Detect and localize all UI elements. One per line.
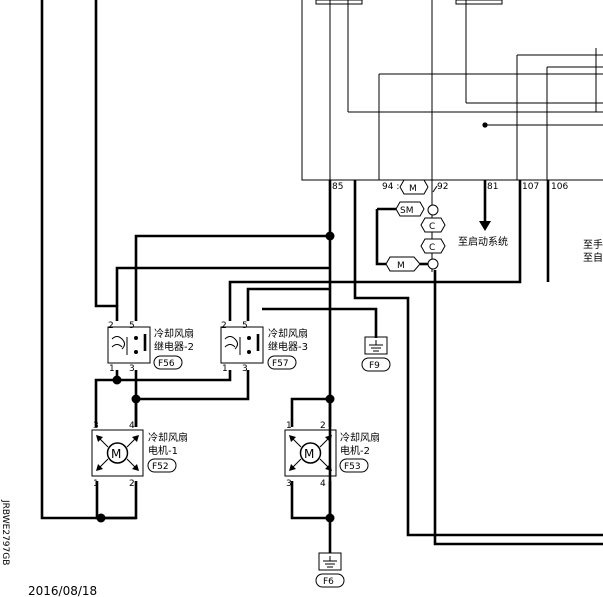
ecm-pin-labels: 85 94 : 92 81 107 106 [332,182,568,192]
motor1-connector-badge: F52 [152,462,169,472]
motor2-m-symbol: M [304,447,314,461]
relay3-connector-badge: F57 [272,359,289,369]
relay2-name-line2: 继电器-2 [154,340,194,353]
motor2-pin-1: 1 [286,421,292,431]
marker-m-top: M [409,184,417,194]
motor2-pin-4: 4 [320,479,326,489]
relay2-name-line1: 冷却风扇 [154,327,194,340]
relay3-pin-3: 3 [242,364,248,374]
ground-f6-badge: F6 [323,577,334,587]
motor2-name-line2: 电机-2 [340,444,370,457]
motor1-pin-3: 3 [93,421,99,431]
motor1-pin-1: 1 [93,479,99,489]
marker-m-bottom: M [397,261,405,271]
right-edge-text-2: 至自 [583,251,603,264]
marker-sm: SM [400,206,413,216]
motor1-name-line1: 冷却风扇 [148,431,188,444]
connector-markers: M SM C C M [385,179,446,272]
right-edge-text-1: 至手 [583,238,603,251]
motor2-pin-3: 3 [286,479,292,489]
relay2-connector-badge: F56 [158,359,175,369]
connector-ring [427,204,439,216]
ground-f9: F9 [361,336,391,372]
cooling-fan-relay-3: 2 5 1 3 冷却风扇 继电器-3 F57 [220,321,308,374]
ecm-pin-81: 81 [487,182,498,192]
ecm-pin-94: 94 : [382,182,399,192]
relay3-pin-5: 5 [242,321,248,331]
relay2-pin-2: 2 [108,321,114,331]
ground-f9-badge: F9 [369,361,380,371]
to-start-system-label: 至启动系统 [458,235,508,248]
ground-f6: F6 [315,552,345,588]
ecm-pin-107: 107 [522,182,539,192]
connector-ring [427,258,439,270]
cooling-fan-motor-2: M 1 2 3 4 冷却风扇 电机-2 F53 [284,421,380,489]
motor1-pin-2: 2 [129,479,135,489]
side-code: JRBWE2797GB [0,499,10,565]
footer-date: 2016/08/18 [28,584,97,597]
pin92-chain [427,180,439,272]
junction-dots [96,231,335,523]
motor2-connector-badge: F53 [344,462,361,472]
relay2-pin-5: 5 [129,321,135,331]
ecm-pin-92: 92 [437,182,448,192]
harness-wires [40,0,603,553]
motor1-pin-4: 4 [129,421,135,431]
ecm-pin-106: 106 [551,182,568,192]
motor1-m-symbol: M [111,447,121,461]
relay3-pin-2: 2 [221,321,227,331]
start-system-arrow: 至启动系统 [458,180,508,248]
relay3-pin-1: 1 [222,364,228,374]
motor2-pin-2: 2 [320,421,326,431]
motor1-name-line2: 电机-1 [148,444,178,457]
ecm-outline [301,0,603,181]
junction-dot [482,122,488,128]
motor2-name-line1: 冷却风扇 [340,431,380,444]
marker-c-1: C [429,222,435,232]
cooling-fan-motor-1: M 3 4 1 2 冷却风扇 电机-1 F52 [91,421,188,489]
relay2-pin-3: 3 [129,364,135,374]
marker-c-2: C [429,243,435,253]
relay2-pin-1: 1 [109,364,115,374]
cooling-fan-relay-2: 2 5 1 3 冷却风扇 继电器-2 F56 [107,321,194,374]
relay3-name-line2: 继电器-3 [268,340,308,353]
ecm-pin-85: 85 [332,182,343,192]
relay3-name-line1: 冷却风扇 [268,327,308,340]
